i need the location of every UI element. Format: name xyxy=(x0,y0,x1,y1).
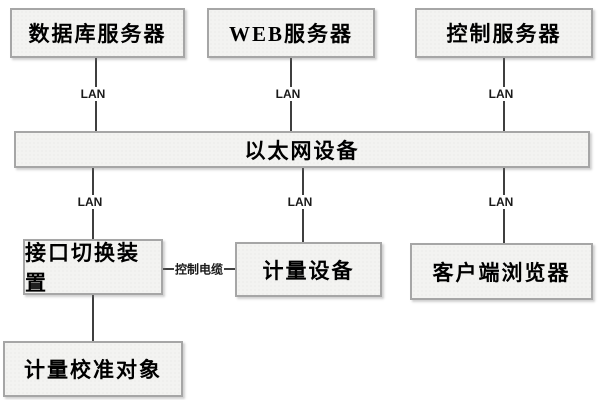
node-calibration-target: 计量校准对象 xyxy=(3,341,183,397)
edge-label-control-cable: 控制电缆 xyxy=(173,260,225,278)
node-ethernet-bus: 以太网设备 xyxy=(14,131,590,168)
node-interface-switch: 接口切换装置 xyxy=(23,239,163,295)
edge-label-lan: LAN xyxy=(285,195,315,209)
edge-label-lan: LAN xyxy=(273,87,303,101)
connector-switch-to-target xyxy=(92,295,94,341)
node-client-browser: 客户端浏览器 xyxy=(410,243,593,300)
node-database-server: 数据库服务器 xyxy=(10,8,185,58)
node-web-server: WEB服务器 xyxy=(207,8,375,58)
edge-label-lan: LAN xyxy=(486,87,516,101)
edge-label-lan: LAN xyxy=(486,195,516,209)
edge-label-lan: LAN xyxy=(75,195,105,209)
edge-label-lan: LAN xyxy=(78,87,108,101)
node-control-server: 控制服务器 xyxy=(415,8,593,58)
node-meter-device: 计量设备 xyxy=(235,242,382,297)
